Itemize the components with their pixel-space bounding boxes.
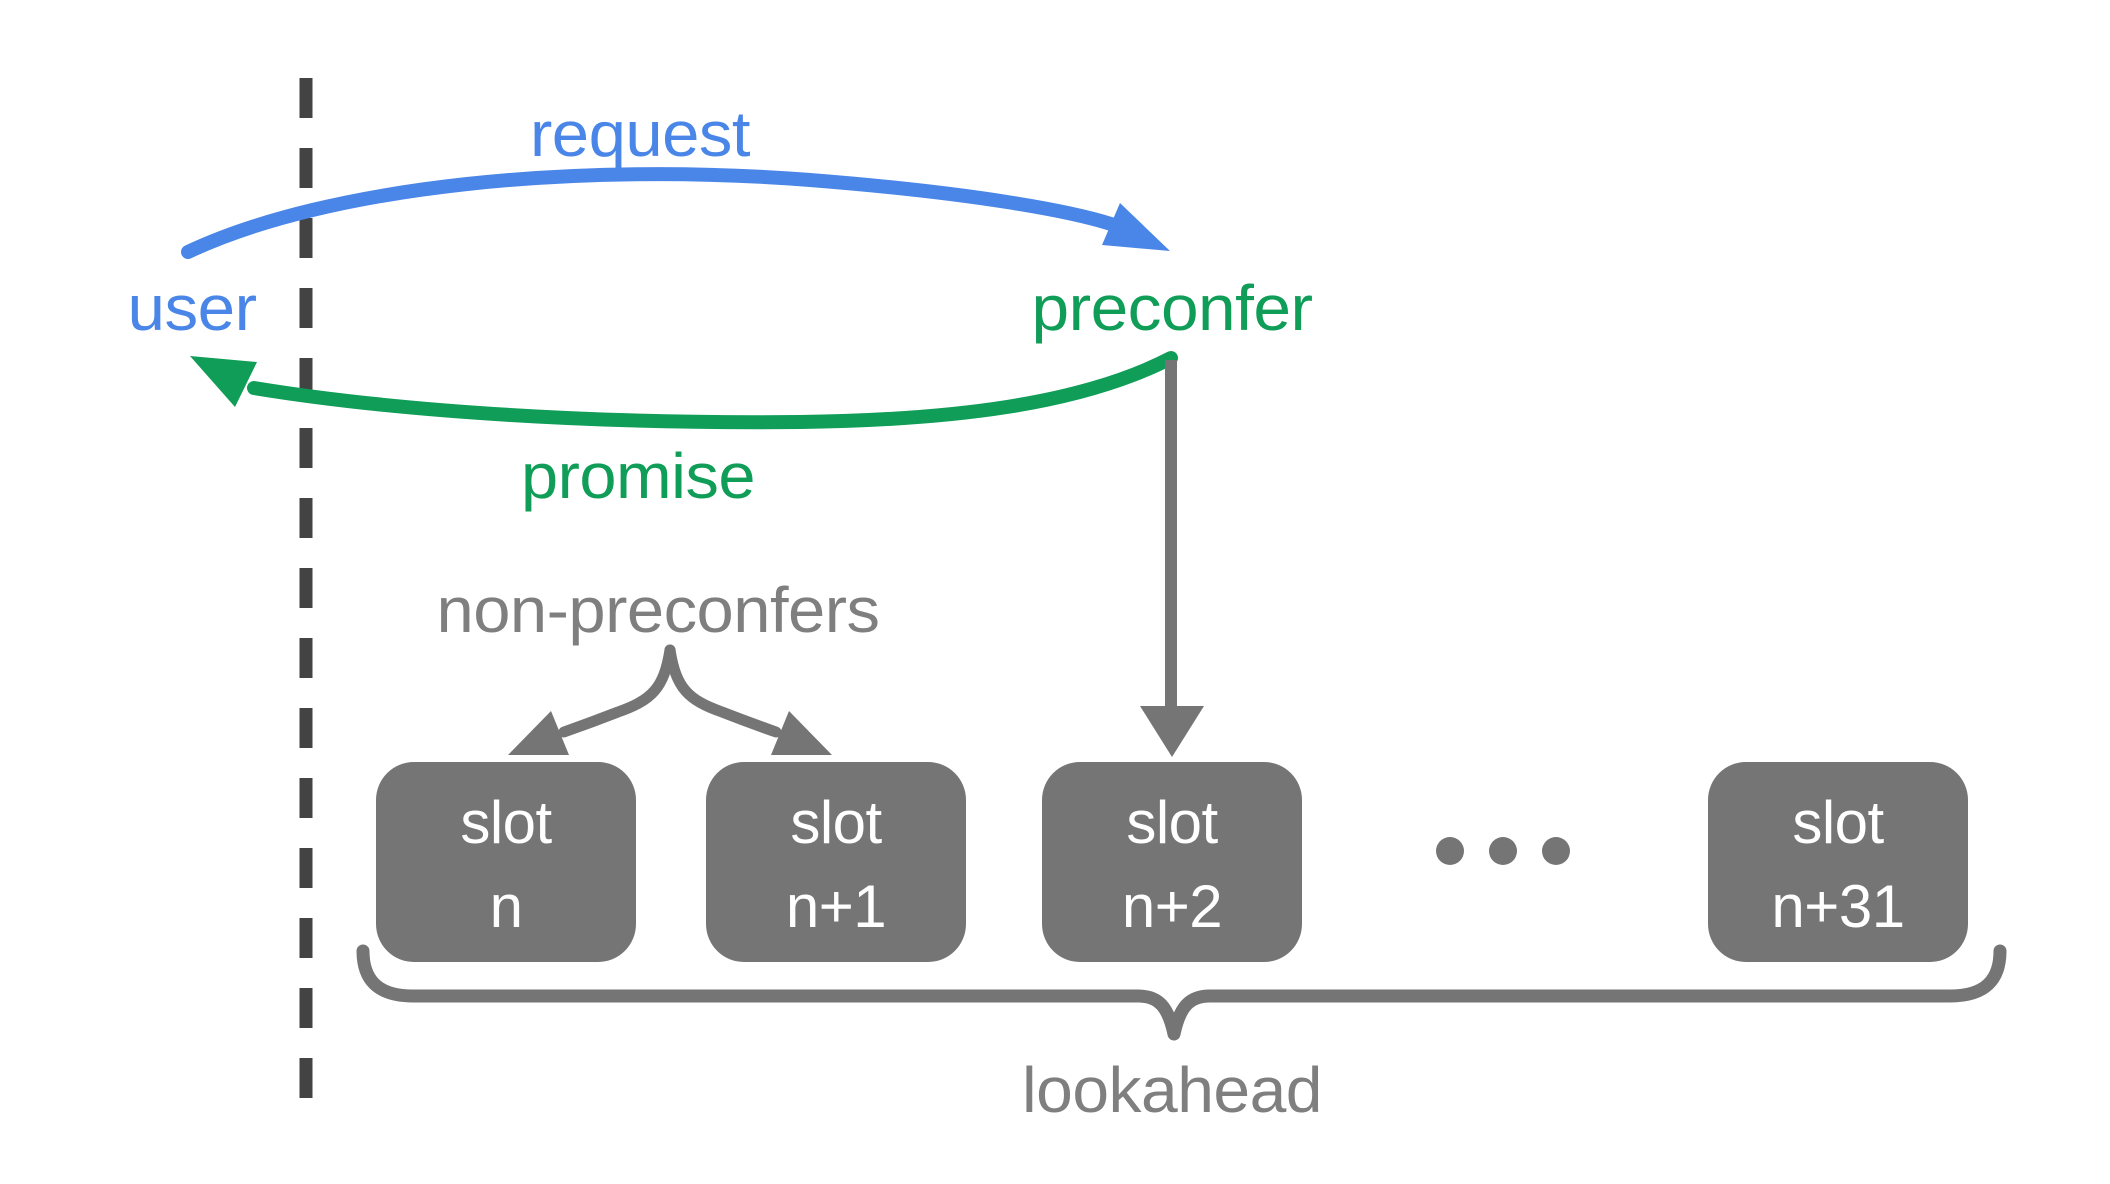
request-arrow — [181, 167, 1170, 259]
non-preconfers-label: non-preconfers — [437, 574, 880, 646]
slot-box-n31: slot n+31 — [1708, 762, 1968, 962]
request-arrowhead-icon — [1102, 203, 1170, 251]
user-node-label: user — [128, 272, 257, 344]
slot-label-line1: slot — [460, 789, 552, 856]
request-arc — [181, 167, 1118, 259]
slot-row: slot n slot n+1 slot n+2 slot n+31 — [376, 762, 1968, 962]
request-label: request — [530, 98, 751, 170]
promise-arrowhead-icon — [190, 356, 257, 407]
promise-arrow — [190, 351, 1178, 430]
promise-label: promise — [521, 440, 755, 512]
fork-left-branch — [558, 644, 676, 738]
ellipsis-dot — [1542, 837, 1570, 865]
slot-label-line2: n+1 — [786, 873, 886, 940]
fork-right-branch — [664, 644, 782, 738]
slot-box — [1708, 762, 1968, 962]
slot-box-n2: slot n+2 — [1042, 762, 1302, 962]
ellipsis-dot — [1489, 837, 1517, 865]
fork-left-arrowhead-icon — [508, 711, 569, 755]
slot-box — [376, 762, 636, 962]
promise-arc — [247, 351, 1178, 430]
lookahead-label: lookahead — [1022, 1054, 1322, 1126]
slot-label-line1: slot — [1126, 789, 1218, 856]
preconfer-node-label: preconfer — [1032, 272, 1313, 344]
slot-box — [1042, 762, 1302, 962]
slot-label-line1: slot — [1792, 789, 1884, 856]
slot-label-line2: n+31 — [1771, 873, 1904, 940]
slot-box-n1: slot n+1 — [706, 762, 966, 962]
ellipsis-dot — [1436, 837, 1464, 865]
preconfer-slot-arrow — [1140, 360, 1204, 757]
fork-right-arrowhead-icon — [771, 711, 832, 755]
slot-label-line2: n+2 — [1122, 873, 1222, 940]
ellipsis-dots-icon — [1436, 837, 1570, 865]
slot-box — [706, 762, 966, 962]
lookahead-brace — [356, 944, 2007, 1041]
non-preconfers-fork-arrows — [508, 644, 832, 755]
slot-box-n: slot n — [376, 762, 636, 962]
preconfer-slot-arrowhead-icon — [1140, 706, 1204, 757]
slot-label-line1: slot — [790, 789, 882, 856]
slot-label-line2: n — [490, 873, 523, 940]
